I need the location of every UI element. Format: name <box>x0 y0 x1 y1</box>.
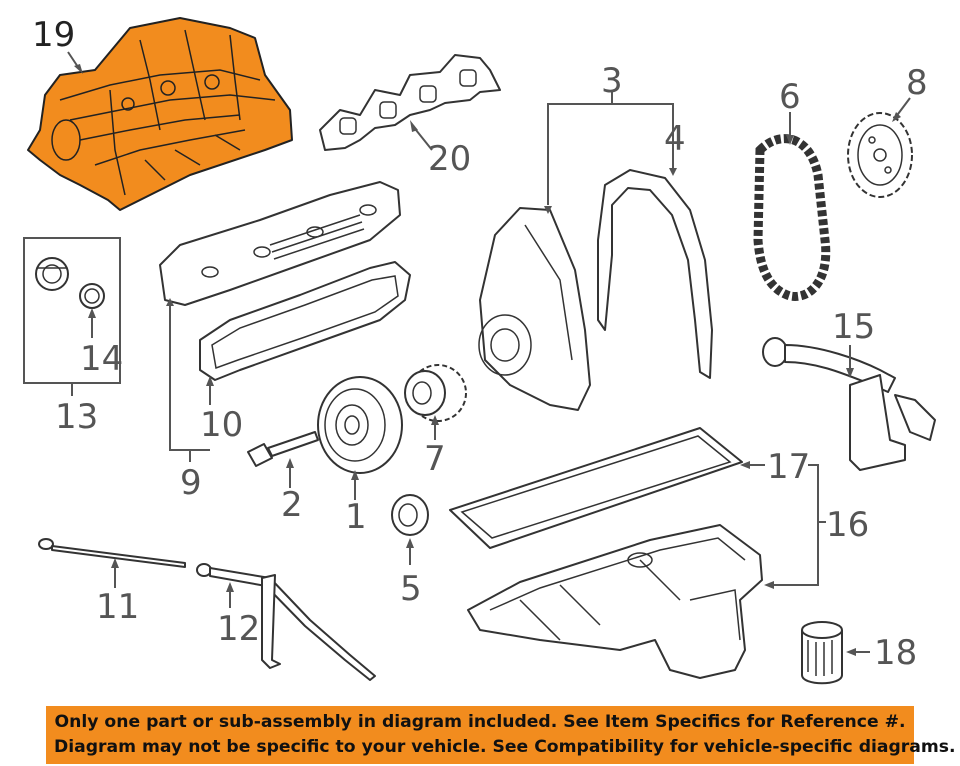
oil-pickup-tube-part <box>762 337 936 471</box>
manifold-gasket-part <box>319 54 501 151</box>
callout-19-arrow <box>74 64 83 74</box>
crankshaft-sprocket-part <box>404 364 467 422</box>
callout-20: 20 <box>428 139 471 179</box>
cap-seal-part <box>79 283 105 309</box>
intake-manifold-part <box>27 17 293 211</box>
callout-17: 17 <box>767 447 810 487</box>
oil-pan-part <box>467 524 763 679</box>
callout-11: 11 <box>96 587 139 627</box>
valve-cover-gasket-part <box>199 261 411 381</box>
callout-13: 13 <box>55 397 98 437</box>
valve-cover-part <box>159 181 401 306</box>
callout-9-bracket <box>169 305 210 451</box>
oil-filter-part <box>801 621 843 685</box>
callout-18: 18 <box>874 633 917 673</box>
callout-4: 4 <box>664 119 686 159</box>
callout-10: 10 <box>200 405 243 445</box>
camshaft-sprocket-part <box>847 112 913 198</box>
callout-16-bracket <box>770 464 819 586</box>
callout-3-bracket <box>547 103 674 205</box>
oil-pan-gasket-part <box>449 427 743 549</box>
callout-6: 6 <box>779 77 801 117</box>
balancer-bolt-part <box>247 431 319 467</box>
timing-cover-part <box>478 207 591 411</box>
timing-chain-part <box>753 134 831 301</box>
front-crank-seal-part <box>391 494 429 536</box>
disclaimer-line-1: Only one part or sub-assembly in diagram… <box>54 712 906 732</box>
dipstick-tube-part <box>196 563 376 681</box>
oil-filler-cap-part <box>35 257 69 291</box>
callout-15: 15 <box>832 307 875 347</box>
disclaimer-banner: Only one part or sub-assembly in diagram… <box>46 706 956 764</box>
callout-14: 14 <box>80 339 123 379</box>
callout-3: 3 <box>601 61 623 101</box>
callout-7: 7 <box>424 439 446 479</box>
disclaimer-line-2: Diagram may not be specific to your vehi… <box>54 737 956 757</box>
harmonic-balancer-part <box>317 376 403 474</box>
callout-5: 5 <box>400 569 422 609</box>
timing-cover-gasket-part <box>597 169 713 379</box>
callout-16: 16 <box>826 505 869 545</box>
callout-9: 9 <box>180 463 202 503</box>
callout-1: 1 <box>345 497 367 537</box>
dipstick-part <box>38 538 186 568</box>
callout-8: 8 <box>906 63 928 103</box>
callout-12: 12 <box>217 609 260 649</box>
callout-19: 19 <box>32 15 75 55</box>
callout-2: 2 <box>281 485 303 525</box>
